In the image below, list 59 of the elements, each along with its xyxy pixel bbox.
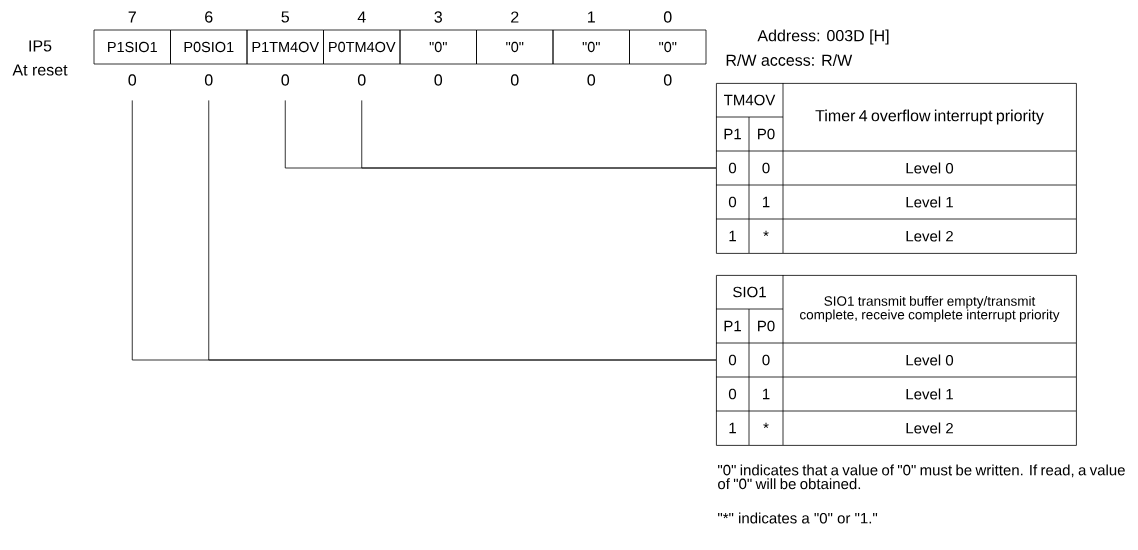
register-cell: P0SIO1 <box>170 29 248 65</box>
bit-value: 0 <box>728 388 737 400</box>
bit-value: 0 <box>728 354 737 366</box>
register-cell: "0" <box>399 29 477 65</box>
reset-value: 0 <box>204 74 213 86</box>
reset-value: 0 <box>281 74 290 86</box>
level-text: Level 2 <box>906 230 953 242</box>
register-cell: P1TM4OV <box>246 29 324 65</box>
priority-table <box>716 275 1077 446</box>
register-name: IP5 <box>29 40 52 52</box>
description-text: Timer 4 overflow interrupt priority <box>815 109 1044 125</box>
bit-value: 1 <box>729 230 736 242</box>
row-label: At reset <box>12 64 68 76</box>
bit-value: 0 <box>728 196 737 208</box>
bit-value: 1 <box>729 422 736 434</box>
reset-value: 0 <box>434 74 443 86</box>
bit-number: 6 <box>205 11 213 23</box>
address-text: Address: 003D [H] <box>757 29 889 45</box>
level-text: Level 0 <box>906 162 954 174</box>
header-text: P0 <box>758 128 775 140</box>
bit-value: 0 <box>728 162 737 174</box>
bit-number: 0 <box>663 11 672 23</box>
note-text: "0" indicates that a value of "0" must be written. If read, a value of "0" will be obtained. <box>718 464 1125 490</box>
reset-value: 0 <box>510 74 519 86</box>
level-text: Level 1 <box>906 196 953 208</box>
bit-value: 1 <box>763 388 770 400</box>
register-cell: P0TM4OV <box>323 29 401 65</box>
connector-line <box>361 100 717 169</box>
bit-value: * <box>763 230 769 237</box>
bit-number: 5 <box>281 11 289 23</box>
header-text: TM4OV <box>724 94 776 106</box>
register-cell: "0" <box>629 29 707 65</box>
register-cell: "0" <box>552 29 630 65</box>
reset-value: 0 <box>663 74 672 86</box>
register-cell: P1SIO1 <box>93 29 171 65</box>
bit-number: 1 <box>588 11 595 23</box>
header-text: P1 <box>724 128 741 140</box>
reset-value: 0 <box>357 74 366 86</box>
priority-table <box>716 83 1077 254</box>
bit-number: 7 <box>128 11 136 23</box>
level-text: Level 1 <box>906 388 953 400</box>
bit-value: * <box>763 422 769 429</box>
description-text: SIO1 transmit buffer empty/transmit complete, receive complete interrupt priority <box>800 295 1060 323</box>
access-text: R/W access: R/W <box>726 54 853 66</box>
header-text: P0 <box>758 320 775 332</box>
bit-value: 1 <box>763 196 770 208</box>
bit-number: 2 <box>511 11 519 23</box>
reset-value: 0 <box>128 74 137 86</box>
header-text: P1 <box>724 320 741 332</box>
register-cell: "0" <box>476 29 554 65</box>
level-text: Level 2 <box>906 422 953 434</box>
level-text: Level 0 <box>906 354 954 366</box>
bit-value: 0 <box>762 354 770 366</box>
note-text: "*" indicates a "0" or "1." <box>718 512 878 524</box>
bit-number: 3 <box>434 11 442 23</box>
header-text: SIO1 <box>733 286 766 298</box>
reset-value: 0 <box>587 74 596 86</box>
bit-value: 0 <box>762 162 770 174</box>
bit-number: 4 <box>357 11 366 23</box>
